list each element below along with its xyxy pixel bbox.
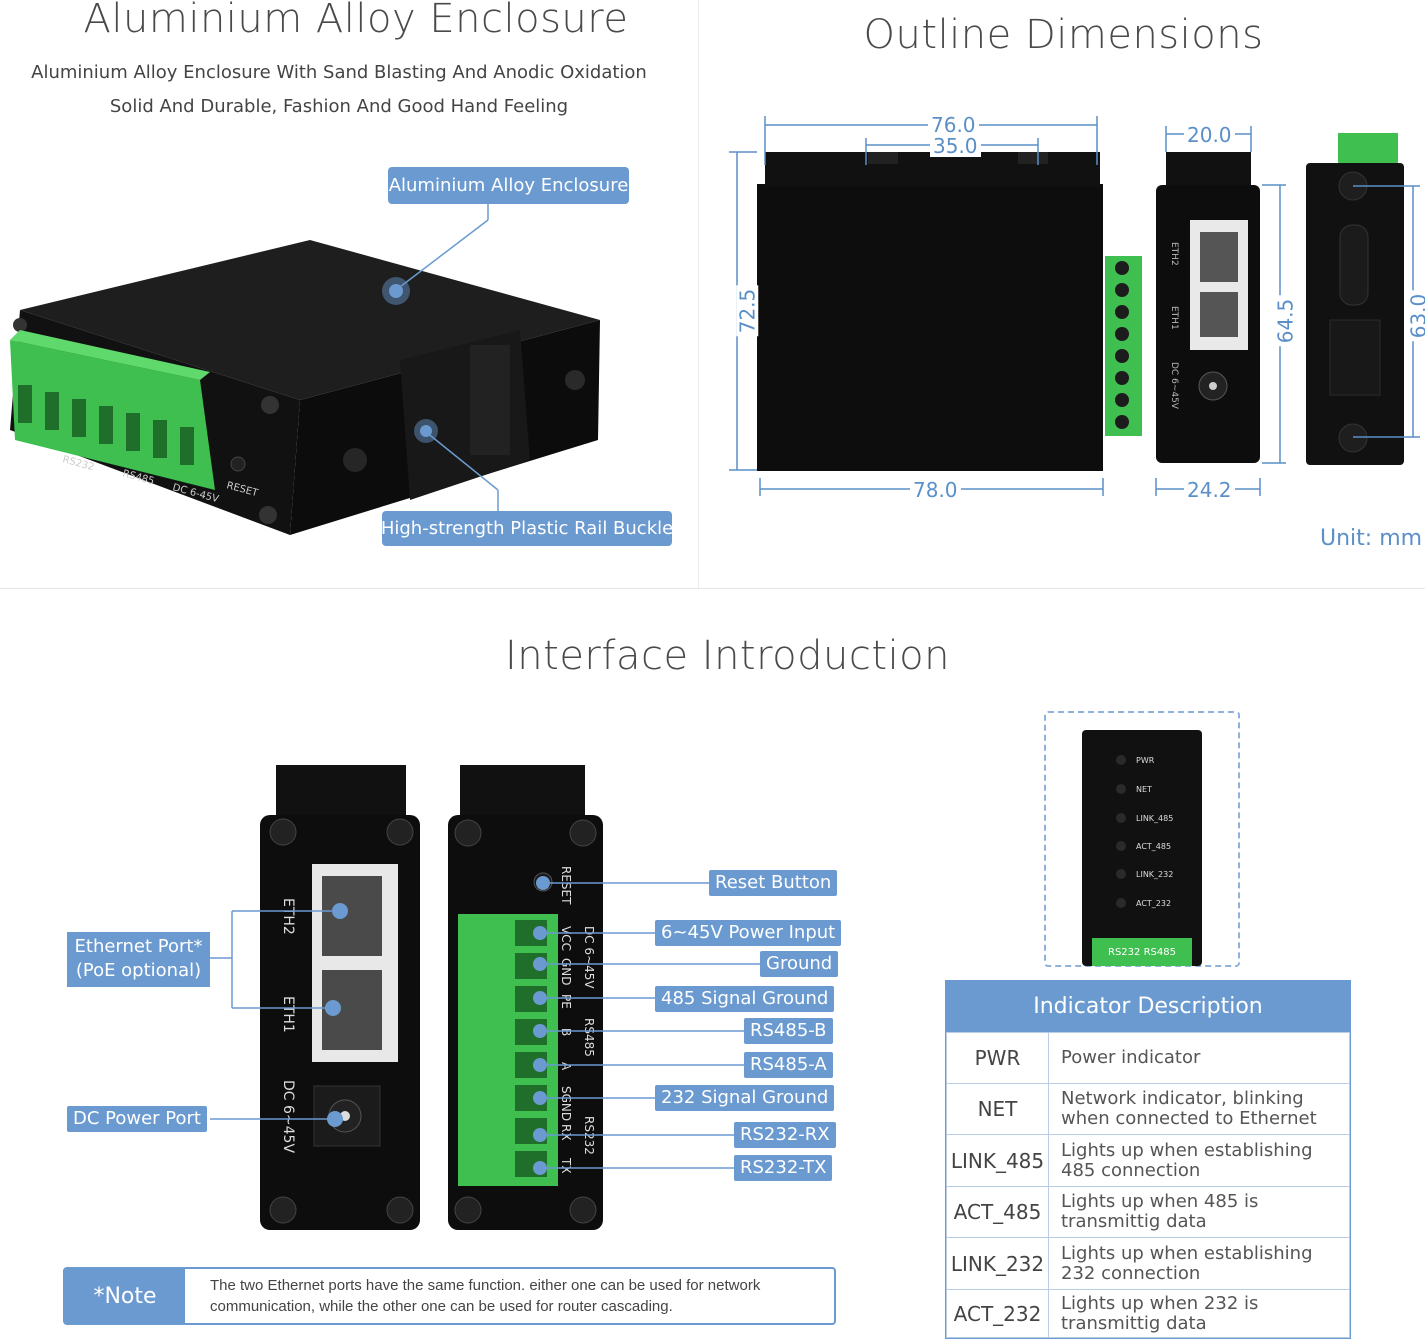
dim-height-left: 72.5 — [735, 285, 759, 337]
indicator-name: PWR — [946, 1032, 1049, 1084]
indicator-table: Indicator Description PWR Power indicato… — [945, 980, 1351, 1339]
indicator-desc: Network indicator, blinking when connect… — [1048, 1083, 1350, 1135]
enclosure-subtitle-1: Aluminium Alloy Enclosure With Sand Blas… — [31, 62, 647, 83]
led-dot-icon — [1116, 784, 1126, 794]
led-act-485: ACT_485 — [1116, 841, 1171, 851]
led-dot-icon — [1116, 898, 1126, 908]
indicator-desc: Lights up when 485 is transmittig data — [1048, 1186, 1350, 1238]
indicator-panel-green-label: RS232 RS485 — [1092, 938, 1192, 966]
led-pwr: PWR — [1116, 755, 1154, 765]
enclosure-device-illustration: RS232 RS485 DC 6-45V RESET — [10, 204, 600, 535]
dim-side-width-top: 20.0 — [1184, 124, 1235, 146]
indicator-name: NET — [946, 1083, 1049, 1135]
led-label-link-485: LINK_485 — [1136, 813, 1174, 823]
enclosure-subtitle-2: Solid And Durable, Fashion And Good Hand… — [109, 96, 569, 117]
panel-label-tx: TX — [559, 1157, 573, 1174]
led-link-485: LINK_485 — [1116, 813, 1173, 823]
led-link-232: LINK_232 — [1116, 869, 1173, 879]
callout-reset-button: Reset Button — [709, 870, 838, 896]
led-label-net: NET — [1136, 784, 1152, 794]
callout-ethernet-line1: Ethernet Port* — [74, 936, 203, 957]
led-net: NET — [1116, 784, 1152, 794]
indicator-name: ACT_232 — [946, 1289, 1049, 1338]
dim-rear-height: 63.0 — [1406, 290, 1425, 342]
led-dot-icon — [1116, 755, 1126, 765]
dim-unit: Unit: mm — [1320, 526, 1423, 551]
dim-side-width-bottom: 24.2 — [1184, 479, 1235, 501]
indicator-panel-frame — [1044, 711, 1240, 967]
callout-aluminium-enclosure: Aluminium Alloy Enclosure — [388, 167, 629, 204]
indicator-name: LINK_232 — [946, 1237, 1049, 1290]
enclosure-title: Aluminium Alloy Enclosure — [83, 0, 629, 42]
panel-label-reset: RESET — [559, 866, 573, 905]
callout-ground: Ground — [760, 951, 839, 977]
led-dot-icon — [1116, 813, 1126, 823]
led-act-232: ACT_232 — [1116, 898, 1171, 908]
panel-label-pe: PE — [559, 994, 573, 1009]
dim-top-inner: 35.0 — [930, 135, 981, 157]
callout-485-signal-ground: 485 Signal Ground — [655, 986, 835, 1012]
indicator-desc: Lights up when establishing 232 connecti… — [1048, 1237, 1350, 1290]
interface-drawing: ETH2 ETH1 DC 6~45V RESET VCC GND DC 6~45… — [210, 765, 760, 1230]
callout-rs232-rx: RS232-RX — [734, 1122, 836, 1148]
callout-232-signal-ground: 232 Signal Ground — [655, 1085, 835, 1111]
led-dot-icon — [1116, 841, 1126, 851]
dim-top-width: 76.0 — [928, 114, 979, 136]
panel-label-eth1: ETH1 — [280, 996, 296, 1033]
callout-rs485-b: RS485-B — [744, 1018, 833, 1044]
callout-rail-buckle: High-strength Plastic Rail Buckle — [381, 511, 673, 546]
dimensions-title: Outline Dimensions — [863, 12, 1264, 58]
indicator-desc: Power indicator — [1048, 1032, 1350, 1084]
indicator-desc: Lights up when establishing 485 connecti… — [1048, 1134, 1350, 1187]
table-row: NET Network indicator, blinking when con… — [946, 1083, 1350, 1135]
callout-dc-power-port: DC Power Port — [67, 1106, 207, 1132]
indicator-table-body: PWR Power indicator NET Network indicato… — [946, 1032, 1350, 1338]
callout-ethernet-line2: (PoE optional) — [75, 960, 202, 981]
indicator-name: LINK_485 — [946, 1134, 1049, 1187]
led-label-act-485: ACT_485 — [1136, 841, 1172, 851]
panel-label-rs485: RS485 — [582, 1018, 596, 1057]
note-label: *Note — [65, 1269, 185, 1323]
dim-port-eth2: ETH2 — [1169, 242, 1179, 266]
panel-label-vcc: VCC — [559, 926, 573, 951]
dimensions-section: Outline Dimensions ETH2 ETH1 DC 6~45V — [700, 0, 1425, 588]
panel-label-dc: DC 6~45V — [280, 1080, 296, 1153]
dim-bottom-width: 78.0 — [910, 479, 961, 501]
indicator-name: ACT_485 — [946, 1186, 1049, 1238]
table-row: PWR Power indicator — [946, 1032, 1350, 1084]
panel-label-b: B — [559, 1028, 573, 1036]
indicator-table-header: Indicator Description — [946, 981, 1350, 1032]
panel-label-dc-range: DC 6~45V — [582, 926, 596, 989]
panel-label-eth2: ETH2 — [280, 898, 296, 935]
led-label-link-232: LINK_232 — [1136, 869, 1174, 879]
table-row: LINK_485 Lights up when establishing 485… — [946, 1134, 1350, 1187]
led-label-pwr: PWR — [1136, 755, 1155, 765]
section-divider-horizontal — [0, 588, 1425, 589]
callout-rs232-tx: RS232-TX — [734, 1155, 833, 1181]
panel-label-sgnd: SGND — [559, 1086, 573, 1121]
note-box: *Note The two Ethernet ports have the sa… — [63, 1267, 836, 1325]
panel-label-a: A — [559, 1062, 573, 1071]
interface-title: Interface Introduction — [504, 633, 951, 679]
callout-rs485-a: RS485-A — [744, 1052, 833, 1078]
callout-ethernet-port: Ethernet Port* (PoE optional) — [67, 932, 210, 987]
led-dot-icon — [1116, 869, 1126, 879]
table-row: LINK_232 Lights up when establishing 232… — [946, 1237, 1350, 1290]
enclosure-section: Aluminium Alloy Enclosure Aluminium Allo… — [0, 0, 698, 588]
dim-side-height: 64.5 — [1273, 295, 1297, 347]
panel-label-gnd: GND — [559, 958, 573, 986]
dim-port-dc: DC 6~45V — [1169, 362, 1179, 410]
note-text: The two Ethernet ports have the same fun… — [210, 1277, 761, 1315]
indicator-panel-device: PWR NET LINK_485 ACT_485 LINK_232 ACT_23… — [1082, 730, 1202, 966]
dim-port-eth1: ETH1 — [1169, 306, 1179, 330]
table-row: ACT_232 Lights up when 232 is transmitti… — [946, 1289, 1350, 1338]
callout-power-input: 6~45V Power Input — [655, 920, 842, 946]
table-row: ACT_485 Lights up when 485 is transmitti… — [946, 1186, 1350, 1238]
indicator-desc: Lights up when 232 is transmittig data — [1048, 1289, 1350, 1338]
panel-label-rx: RX — [559, 1124, 573, 1141]
section-divider-vertical — [698, 0, 699, 588]
led-label-act-232: ACT_232 — [1136, 898, 1172, 908]
dimensions-drawing: ETH2 ETH1 DC 6~45V — [729, 116, 1420, 496]
